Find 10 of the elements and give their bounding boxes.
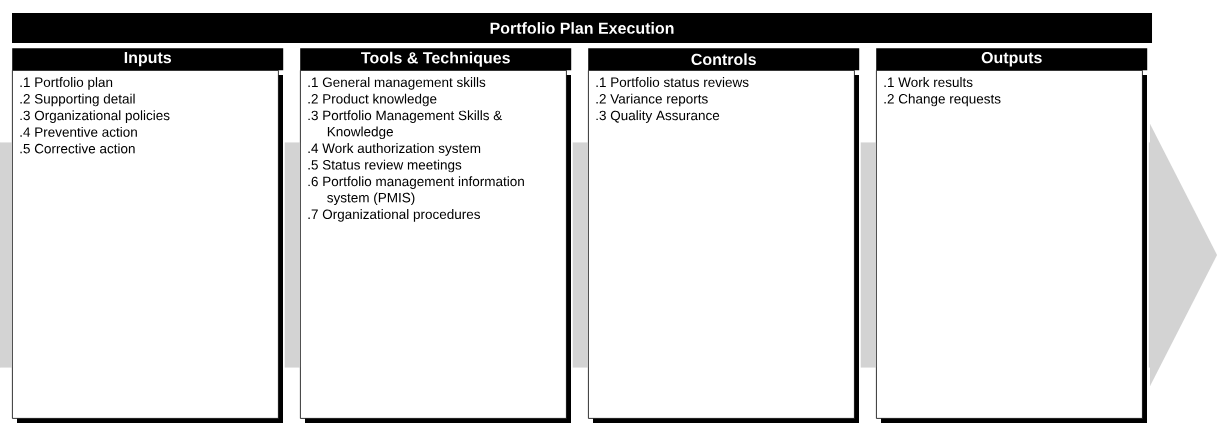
header-bar: Outputs bbox=[876, 48, 1148, 71]
header-bar: Inputs bbox=[12, 48, 284, 71]
flow-arrow bbox=[860, 142, 877, 368]
title-bar: Portfolio Plan Execution bbox=[12, 13, 1152, 43]
flow-arrow bbox=[1148, 123, 1217, 387]
header-bar: Tools & Techniques bbox=[300, 48, 572, 71]
header-bar: Controls bbox=[588, 48, 860, 71]
flow-arrow bbox=[284, 142, 301, 368]
flow-arrow bbox=[0, 142, 13, 368]
flow-arrow bbox=[572, 142, 589, 368]
